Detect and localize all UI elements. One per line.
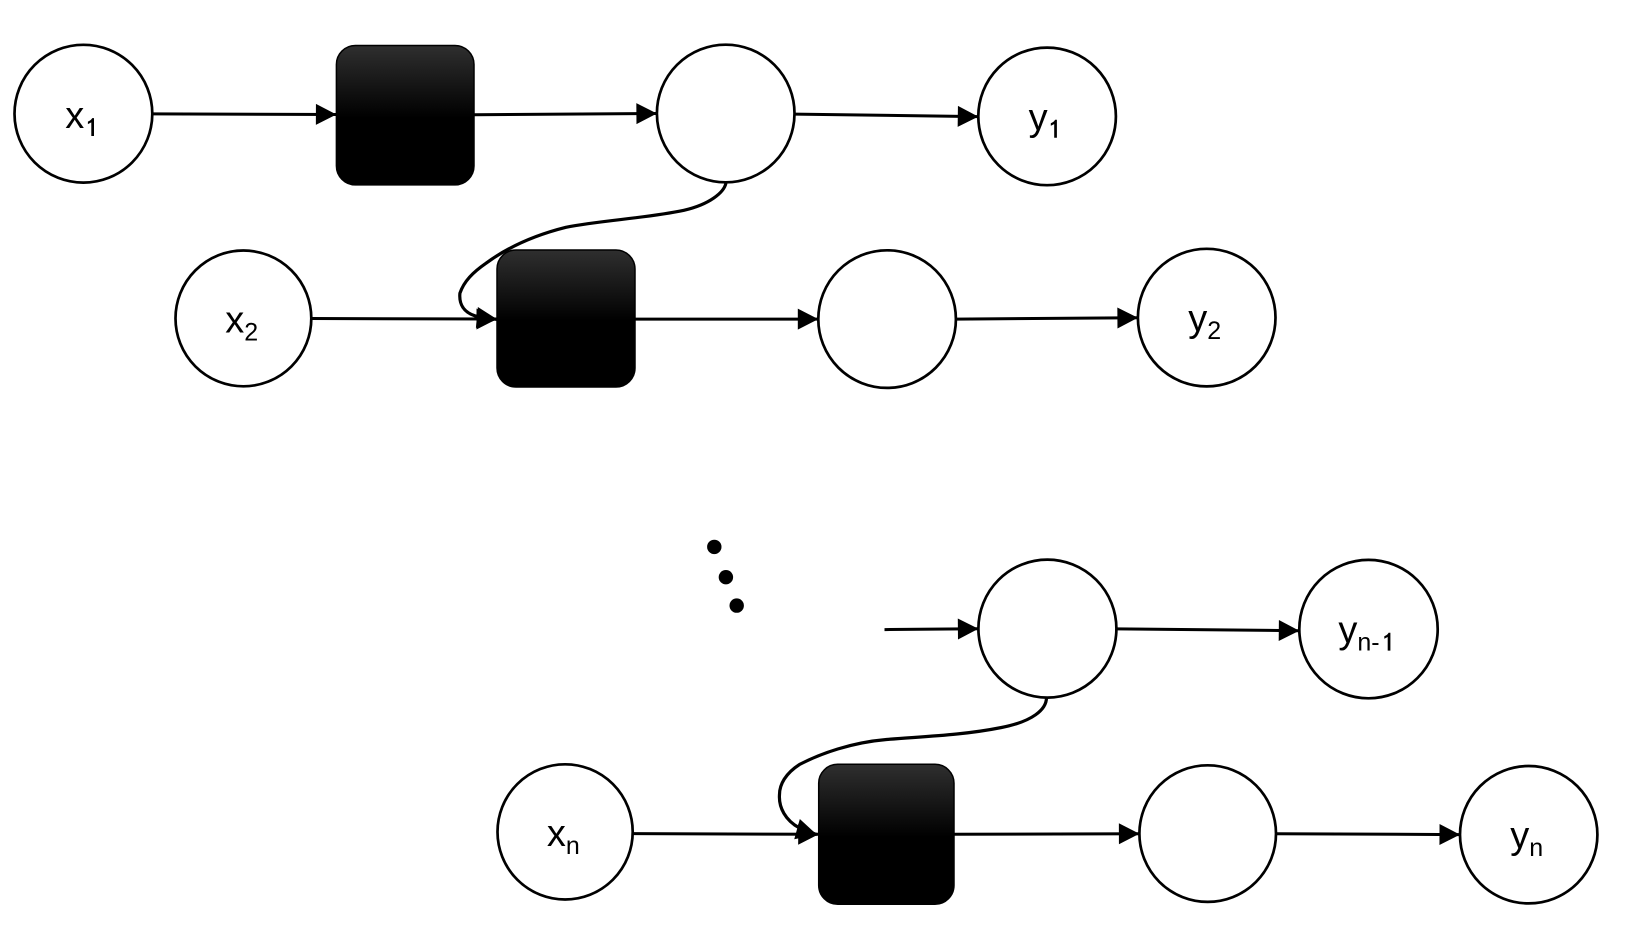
svg-text:y: y	[1029, 97, 1048, 139]
svg-text:x: x	[65, 95, 84, 137]
